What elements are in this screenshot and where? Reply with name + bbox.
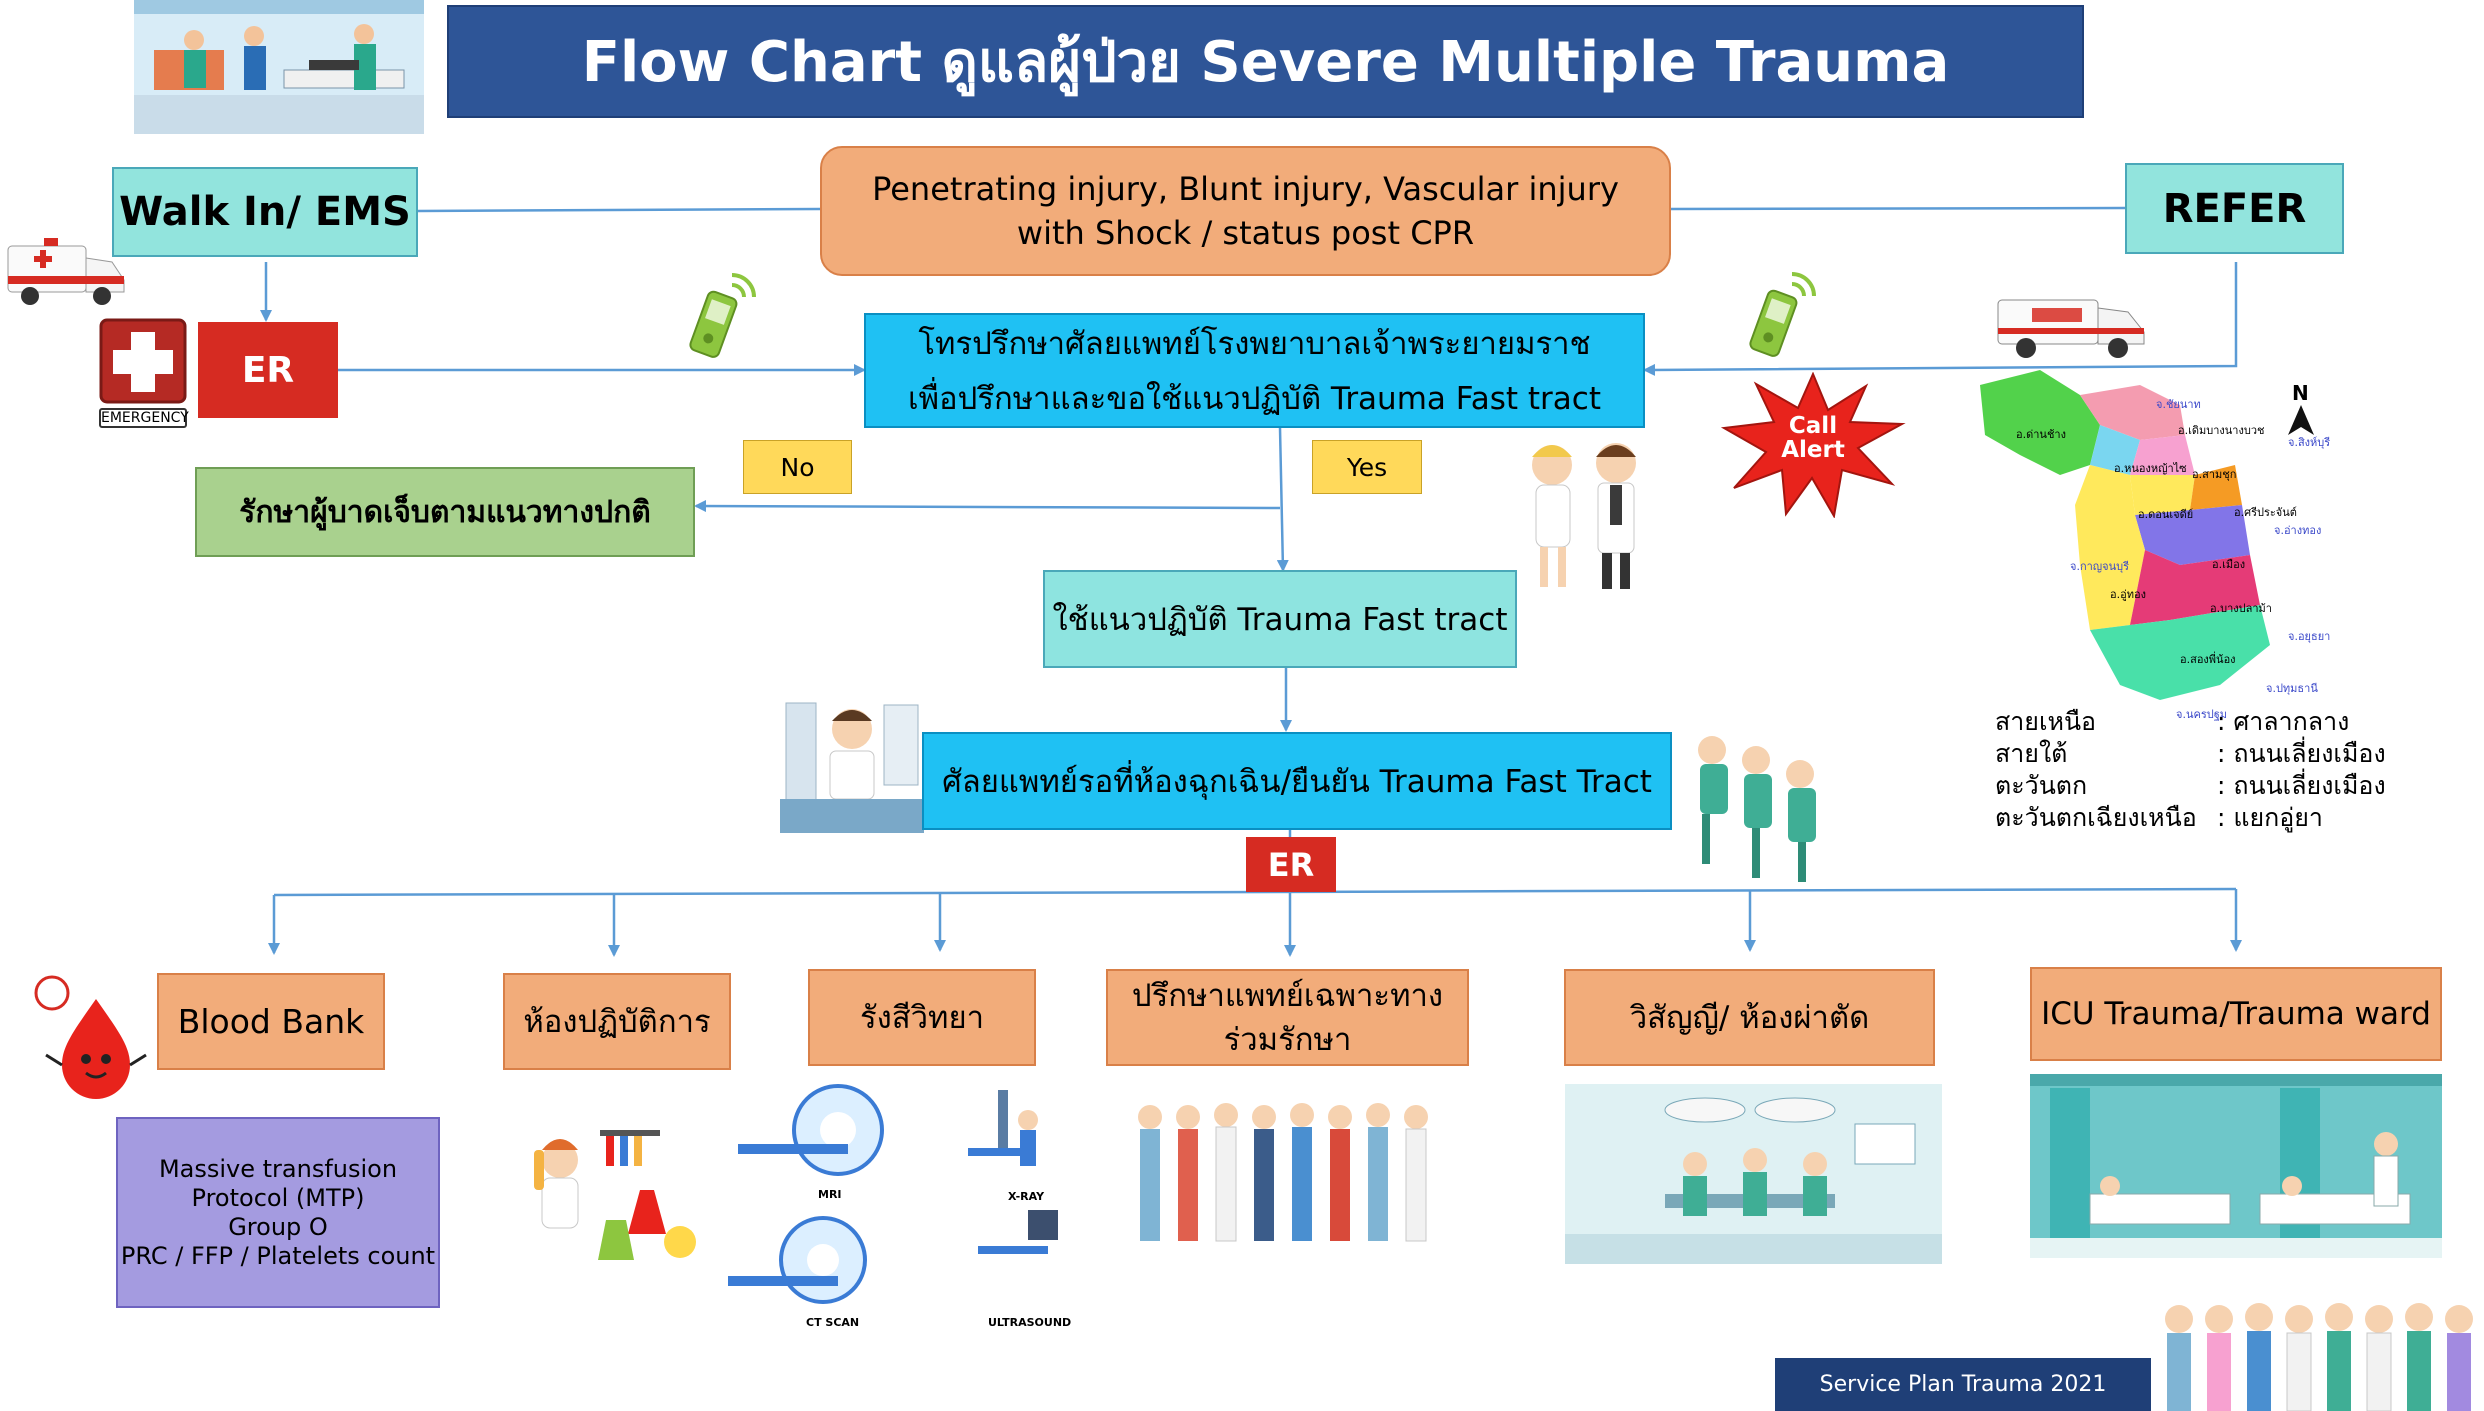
call-alert-line-2: Alert bbox=[1781, 437, 1845, 463]
arrow-consult-down bbox=[1276, 427, 1289, 572]
mtp-line-4: PRC / FFP / Platelets count bbox=[120, 1241, 436, 1270]
doctor-desk-illustration bbox=[780, 702, 924, 833]
legend-direction: ตะวันตก bbox=[1995, 771, 2088, 800]
map-district-1: อ.ด่านช้าง bbox=[2016, 428, 2066, 441]
province-map: N อ.ด่านช้าง อ.เดิมบางนางบวช อ.หนองหญ้าไ… bbox=[1970, 365, 2340, 725]
north-arrow-icon bbox=[2288, 405, 2314, 435]
icu-ward-illustration bbox=[2030, 1074, 2442, 1258]
no-label: No bbox=[743, 440, 852, 494]
refer-ambulance-icon bbox=[1997, 299, 2145, 358]
emergency-cross-icon: EMERGENCY bbox=[99, 318, 189, 428]
operating-room-illustration bbox=[1565, 1084, 1942, 1264]
district-map-shape bbox=[1980, 370, 2270, 700]
north-arrow-label: N bbox=[2292, 381, 2309, 405]
mtp-protocol-box: Massive transfusion Protocol (MTP) Group… bbox=[116, 1117, 440, 1308]
refer-box: REFER bbox=[2125, 163, 2344, 254]
department-blood-bank: Blood Bank bbox=[157, 973, 385, 1070]
arrow-no-branch bbox=[694, 500, 1281, 513]
imaging-machines-icon bbox=[728, 1084, 1058, 1304]
mobile-phone-icon bbox=[689, 273, 756, 358]
department-specialist-consult: ปรึกษาแพทย์เฉพาะทาง ร่วมรักษา bbox=[1106, 969, 1469, 1066]
legend-row: สายเหนือ : ศาลากลาง bbox=[1995, 706, 2415, 738]
mobile-phone-icon-right bbox=[1749, 272, 1816, 357]
specialist-line-1: ปรึกษาแพทย์เฉพาะทาง bbox=[1131, 977, 1444, 1014]
map-district-6: อ.ศรีประจันต์ bbox=[2234, 506, 2297, 519]
call-alert-badge: Call Alert bbox=[1720, 372, 1906, 518]
map-district-8: อ.อู่ทอง bbox=[2110, 588, 2146, 601]
footer-badge: Service Plan Trauma 2021 bbox=[1775, 1358, 2151, 1411]
line-criteria-to-refer bbox=[1670, 206, 2126, 211]
map-district-2: อ.เดิมบางนางบวช bbox=[2178, 424, 2265, 437]
first-aid-cross-icon bbox=[99, 318, 187, 404]
legend-row: สายใต้ : ถนนเลี่ยงเมือง bbox=[1995, 738, 2415, 770]
emergency-sign-label: EMERGENCY bbox=[99, 408, 189, 428]
radiology-label-mri: MRI bbox=[818, 1188, 842, 1201]
map-province-1: จ.ชัยนาท bbox=[2156, 398, 2201, 411]
resuscitation-illustration bbox=[134, 0, 424, 134]
map-province-3: จ.อ่างทอง bbox=[2274, 524, 2322, 537]
laboratory-illustration bbox=[534, 1130, 696, 1260]
legend-place: : ศาลากลาง bbox=[2217, 707, 2350, 736]
department-icu-ward: ICU Trauma/Trauma ward bbox=[2030, 967, 2442, 1061]
medical-staff-illustration bbox=[1138, 1103, 1428, 1242]
map-province-2: จ.สิงห์บุรี bbox=[2288, 436, 2331, 449]
inclusion-criteria-box: Penetrating injury, Blunt injury, Vascul… bbox=[820, 146, 1671, 276]
fast-tract-box: ใช้แนวปฏิบัติ Trauma Fast tract bbox=[1043, 570, 1517, 668]
legend-direction: สายเหนือ bbox=[1995, 707, 2097, 736]
arrow-refer-to-consult bbox=[1643, 262, 2238, 376]
criteria-line-2: with Shock / status post CPR bbox=[1016, 214, 1475, 252]
map-province-4: จ.กาญจนบุรี bbox=[2070, 560, 2130, 573]
surgical-team-illustration bbox=[1698, 736, 1816, 882]
legend-place: : แยกอู่ยา bbox=[2217, 803, 2323, 832]
normal-care-box: รักษาผู้บาดเจ็บตามแนวทางปกติ bbox=[195, 467, 695, 557]
map-district-9: อ.บางปลาม้า bbox=[2210, 602, 2272, 615]
map-district-3: อ.หนองหญ้าไซ bbox=[2114, 462, 2187, 475]
legend-direction: ตะวันตกเฉียงเหนือ bbox=[1995, 803, 2197, 832]
criteria-line-1: Penetrating injury, Blunt injury, Vascul… bbox=[872, 170, 1619, 208]
legend-row: ตะวันตก : ถนนเลี่ยงเมือง bbox=[1995, 770, 2415, 802]
er-box: ER bbox=[198, 322, 338, 418]
nurse-doctor-illustration bbox=[1532, 443, 1636, 589]
map-district-10: อ.สองพี่น้อง bbox=[2180, 653, 2236, 666]
map-district-4: อ.สามชุก bbox=[2192, 468, 2237, 481]
mtp-line-2: Protocol (MTP) bbox=[191, 1183, 365, 1212]
consult-surgeon-box: โทรปรึกษาศัลยแพทย์โรงพยาบาลเจ้าพระยายมรา… bbox=[864, 313, 1645, 428]
mtp-line-1: Massive transfusion bbox=[158, 1154, 398, 1183]
staff-group-footer-illustration bbox=[2165, 1303, 2473, 1411]
map-province-5: จ.อยุธยา bbox=[2288, 630, 2331, 643]
mtp-line-3: Group O bbox=[228, 1212, 328, 1241]
line-department-bus bbox=[273, 887, 2237, 897]
page-title: Flow Chart ดูแลผู้ป่วย Severe Multiple T… bbox=[447, 5, 2084, 118]
legend-place: : ถนนเลี่ยงเมือง bbox=[2217, 739, 2386, 768]
radiology-label-ct: CT SCAN bbox=[806, 1316, 860, 1329]
specialist-line-2: ร่วมรักษา bbox=[1223, 1021, 1352, 1058]
department-radiology: รังสีวิทยา bbox=[808, 969, 1036, 1066]
line-walkin-to-criteria bbox=[417, 207, 821, 213]
map-province-6: จ.ปทุมธานี bbox=[2266, 682, 2318, 695]
ambulance-icon bbox=[7, 238, 125, 305]
legend-row: ตะวันตกเฉียงเหนือ : แยกอู่ยา bbox=[1995, 802, 2415, 834]
legend-place: : ถนนเลี่ยงเมือง bbox=[2217, 771, 2386, 800]
radiology-label-xray: X-RAY bbox=[1008, 1190, 1045, 1203]
radiology-label-ultrasound: ULTRASOUND bbox=[988, 1316, 1072, 1329]
surgeon-wait-box: ศัลยแพทย์รอที่ห้องฉุกเฉิน/ยืนยัน Trauma … bbox=[922, 732, 1672, 830]
map-district-5: อ.ดอนเจดีย์ bbox=[2138, 508, 2194, 521]
er-bottom-box: ER bbox=[1246, 837, 1336, 892]
map-district-7: อ.เมือง bbox=[2212, 558, 2246, 571]
consult-line-1: โทรปรึกษาศัลยแพทย์โรงพยาบาลเจ้าพระยายมรา… bbox=[918, 325, 1591, 362]
legend-direction: สายใต้ bbox=[1995, 739, 2068, 768]
blood-drop-icon bbox=[34, 975, 147, 1099]
walk-in-ems-box: Walk In/ EMS bbox=[112, 167, 418, 257]
map-province-7: จ.นครปฐม bbox=[2176, 708, 2228, 721]
yes-label: Yes bbox=[1312, 440, 1422, 494]
starburst-icon bbox=[1720, 372, 1906, 518]
radiology-illustration: MRI X-RAY CT SCAN ULTRASOUND bbox=[728, 1080, 1083, 1330]
department-laboratory: ห้องปฏิบัติการ bbox=[503, 973, 731, 1070]
consult-line-2: เพื่อปรึกษาและขอใช้แนวปฏิบัติ Trauma Fas… bbox=[908, 381, 1601, 418]
call-alert-line-1: Call bbox=[1788, 413, 1838, 439]
department-anesthesia-or: วิสัญญี/ ห้องผ่าตัด bbox=[1564, 969, 1935, 1066]
